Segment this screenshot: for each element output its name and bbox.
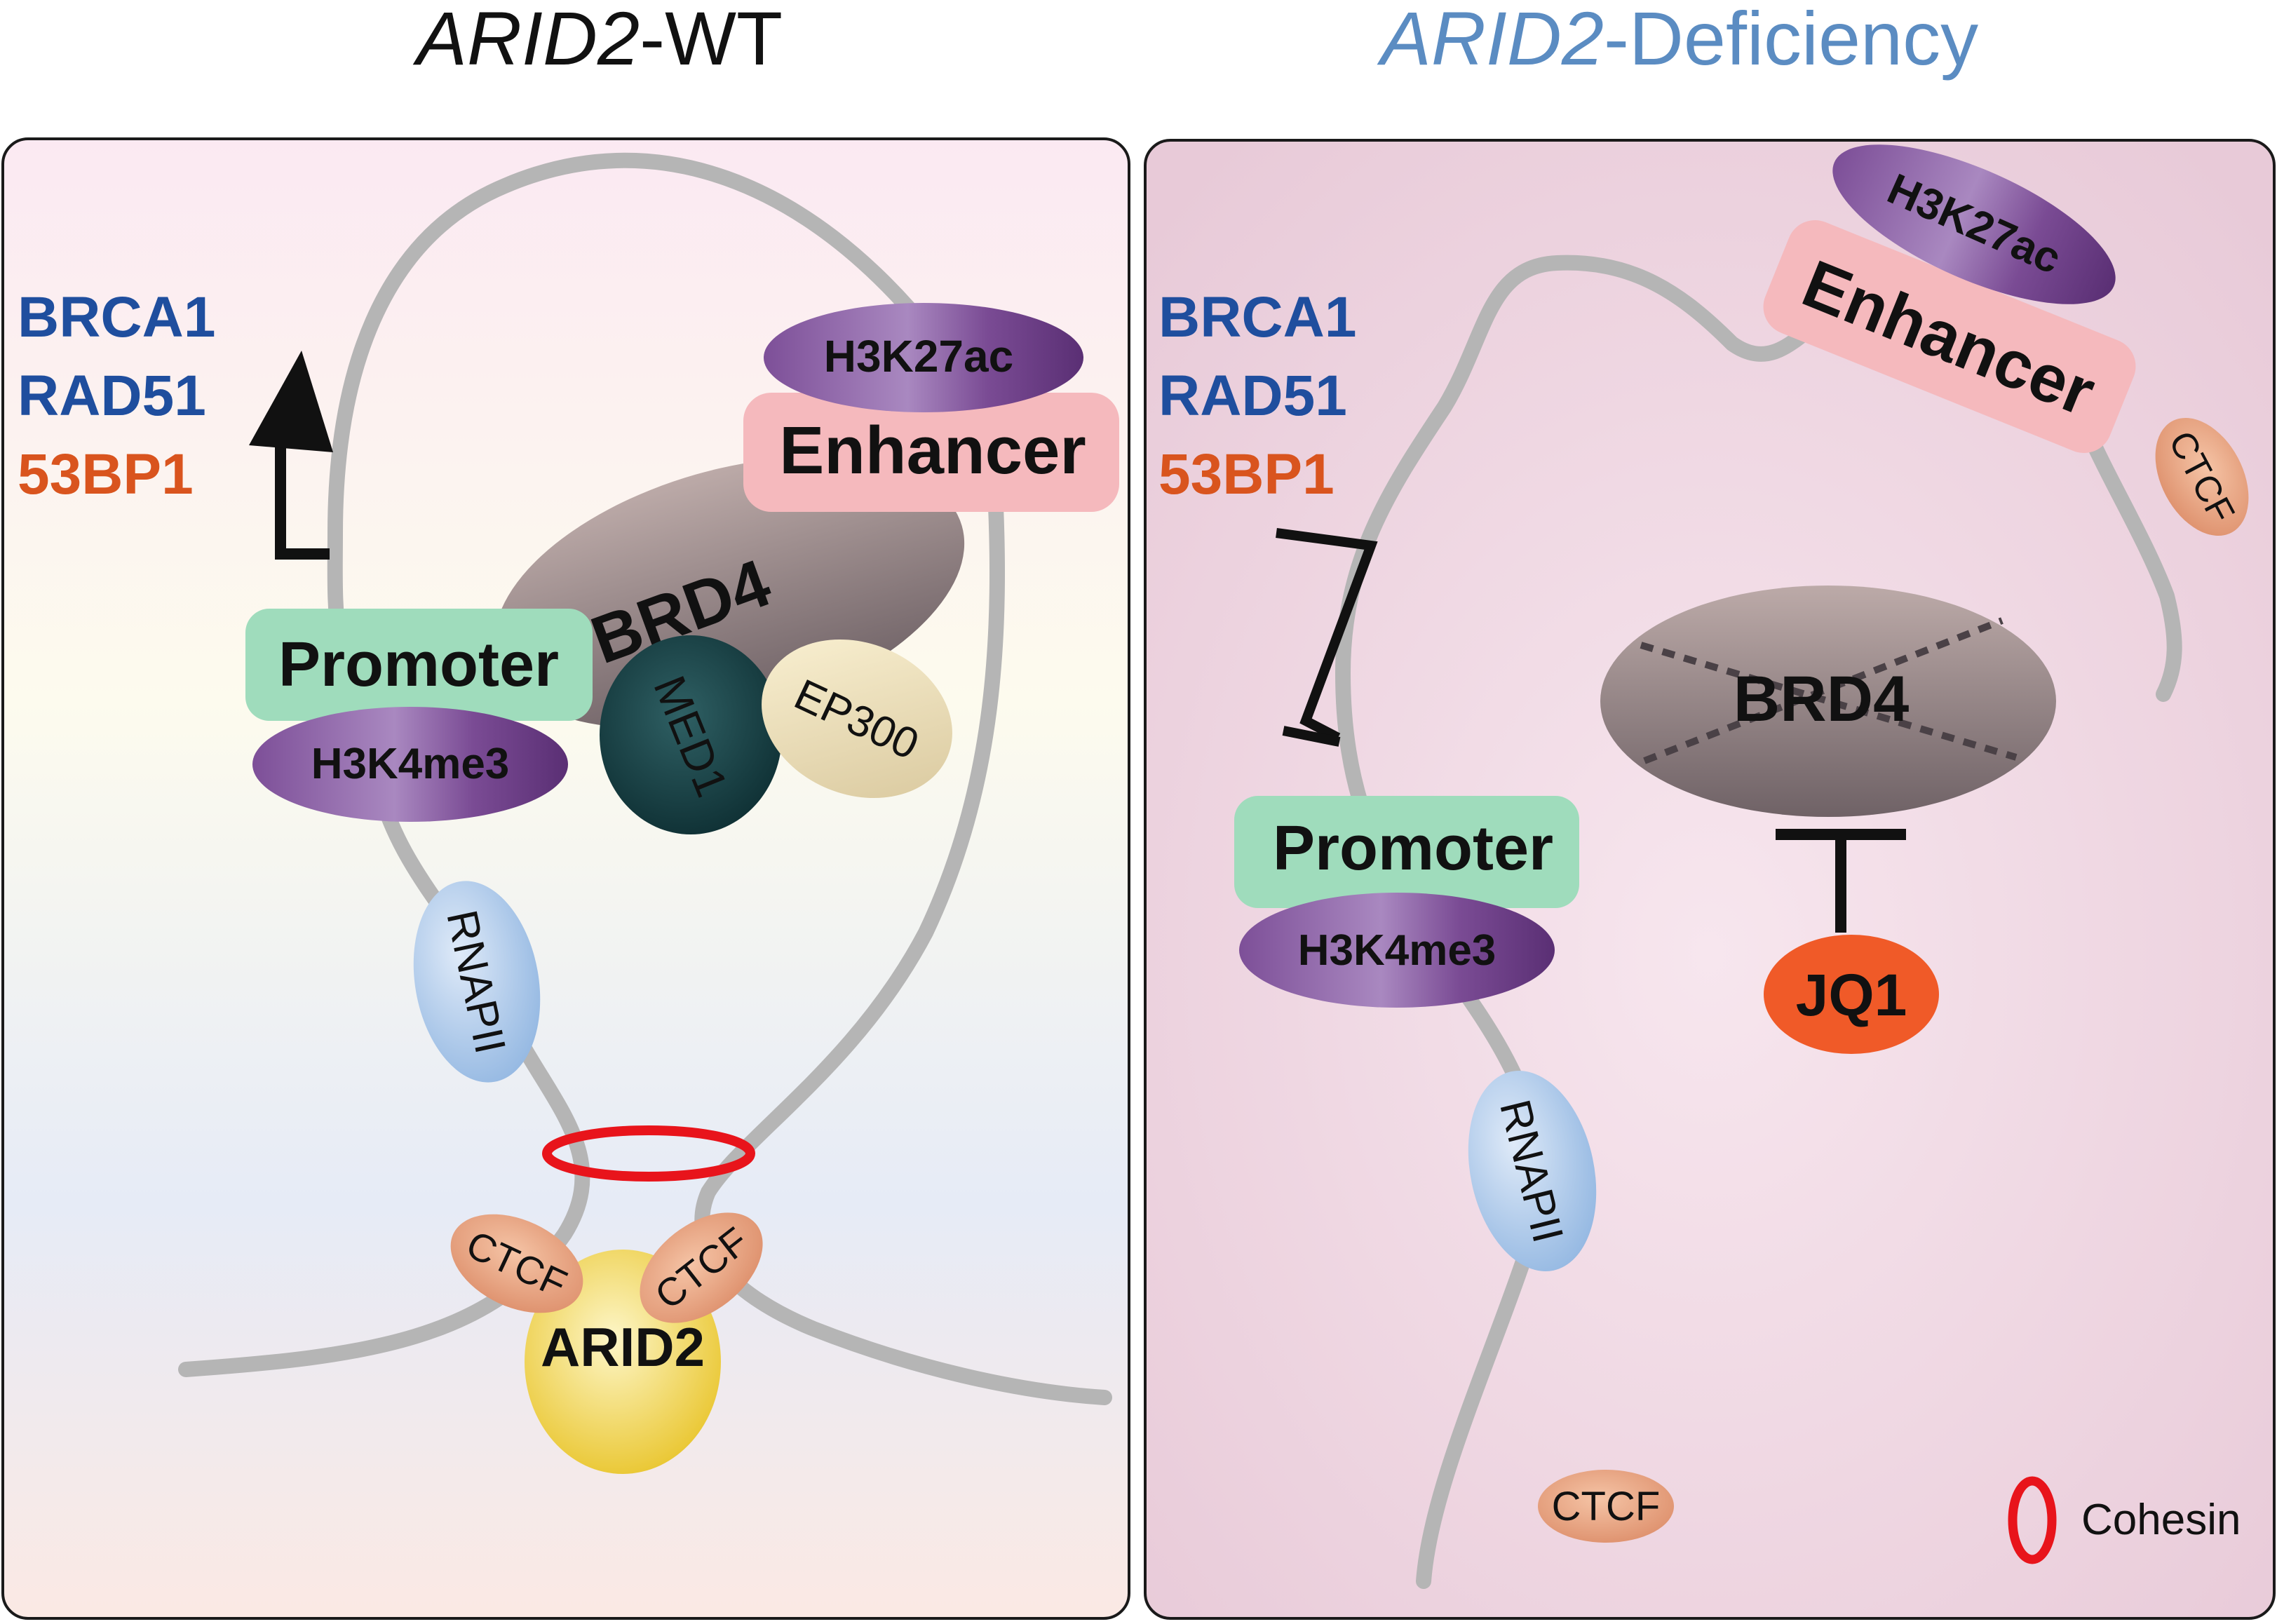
- gene-brca1-left: BRCA1: [18, 285, 215, 349]
- promoter-box-left: [245, 609, 593, 721]
- promoter-region-left: Promoter H3K4me3: [245, 609, 593, 822]
- chromatin-fiber-deficient-tail: [2079, 420, 2182, 702]
- gene-rad51-left: RAD51: [18, 364, 206, 428]
- promoter-region-right: Promoter H3K4me3: [1234, 796, 1579, 1008]
- med1-protein: MED1: [600, 635, 782, 834]
- enhancer-box-right: [1763, 219, 2136, 454]
- cohesin-legend-label: Cohesin: [2081, 1496, 2241, 1544]
- jq1-label: JQ1: [1796, 962, 1907, 1028]
- enhancer-box-left: [743, 393, 1119, 512]
- brd4-cross-line-a: [1640, 642, 2018, 761]
- right-title-suffix: -Deficiency: [1604, 0, 1978, 81]
- h3k4me3-mark-left: [252, 707, 568, 822]
- h3k4me3-mark-right: [1239, 893, 1555, 1008]
- left-title-gene: ARID2: [412, 0, 640, 81]
- transcription-block-symbol: [1276, 528, 1378, 747]
- rnapii-left: RNAPII: [413, 881, 541, 1083]
- brd4-cross-line-b: [1643, 617, 2004, 764]
- cohesin-legend: Cohesin: [2008, 1476, 2241, 1564]
- cohesin-ring-left: [542, 1125, 755, 1182]
- ctcf-right-bottom: CTCF: [1538, 1470, 1674, 1543]
- right-panel-title: ARID2-Deficiency: [1377, 0, 1978, 81]
- ep300-protein: EP300: [762, 639, 952, 799]
- gene-53bp1-left: 53BP1: [18, 442, 194, 506]
- h3k27ac-mark-left: [764, 303, 1083, 412]
- ctcf-label-right-bottom: CTCF: [1552, 1484, 1661, 1529]
- left-panel: BRCA1 RAD51 53BP1 BRD4 Enhancer H3K27ac …: [1, 137, 1130, 1620]
- h3k4me3-label-left: H3K4me3: [311, 740, 510, 788]
- enhancer-region-left: Enhancer H3K27ac: [743, 303, 1119, 512]
- h3k4me3-label-right: H3K4me3: [1298, 926, 1496, 975]
- enhancer-label-left: Enhancer: [779, 413, 1086, 488]
- jq1-inhibition-bar: [1776, 829, 1906, 933]
- gene-rad51-right: RAD51: [1158, 364, 1347, 428]
- transcription-arrow: [249, 351, 333, 560]
- gene-brca1-right: BRCA1: [1158, 285, 1356, 349]
- right-title-gene: ARID2: [1377, 0, 1604, 81]
- left-panel-title: ARID2-WT: [412, 0, 783, 81]
- cohesin-legend-icon: [2008, 1476, 2057, 1564]
- h3k27ac-label-left: H3K27ac: [824, 331, 1013, 381]
- ctcf-right-top: CTCF: [2155, 417, 2249, 536]
- right-panel-background: [1144, 139, 2276, 1620]
- rnapii-right: RNAPII: [1468, 1070, 1597, 1272]
- arid2-label: ARID2: [541, 1316, 705, 1378]
- brd4-protein-right: BRD4: [1600, 586, 2056, 817]
- jq1-inhibitor: JQ1: [1764, 935, 1939, 1054]
- promoter-box-right: [1234, 796, 1579, 908]
- promoter-label-right: Promoter: [1273, 813, 1553, 884]
- left-title-suffix: -WT: [640, 0, 783, 81]
- promoter-label-left: Promoter: [278, 630, 559, 700]
- brd4-label-right: BRD4: [1734, 663, 1909, 735]
- gene-53bp1-right: 53BP1: [1158, 442, 1335, 506]
- right-panel: BRCA1 RAD51 53BP1 Enhancer H3K27ac CTCF …: [1144, 139, 2276, 1620]
